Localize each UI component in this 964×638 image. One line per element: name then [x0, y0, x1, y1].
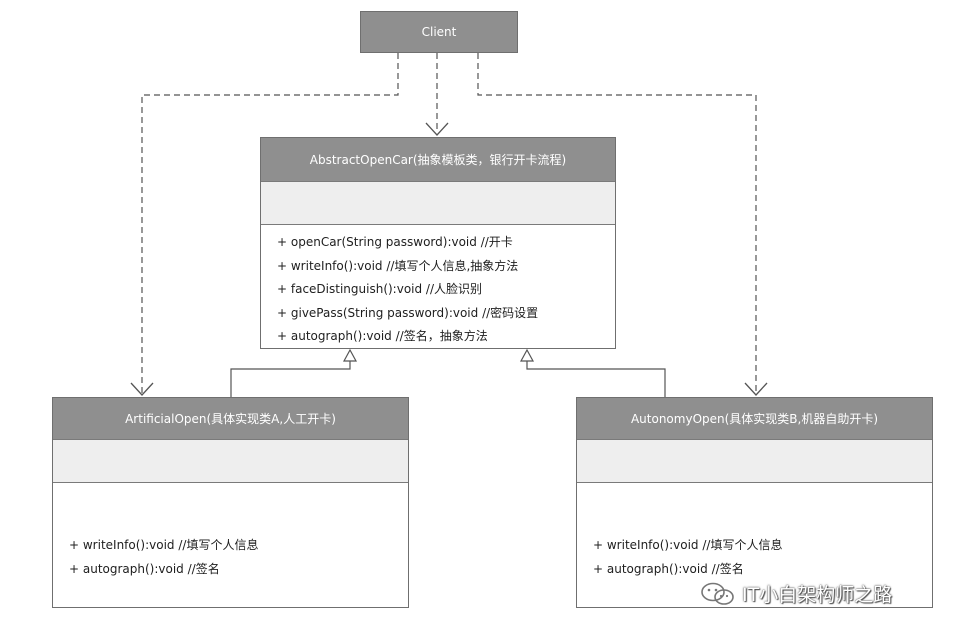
method-item: + autograph():void //签名，抽象方法 [277, 329, 488, 343]
method-item: + autograph():void //签名 [69, 562, 220, 576]
class-attributes [53, 439, 408, 483]
method-item: + writeInfo():void //填写个人信息 [593, 538, 783, 552]
class-b-box: AutonomyOpen(具体实现类B,机器自助开卡) + writeInfo(… [576, 397, 933, 608]
watermark: IT小白架构师之路 [700, 580, 892, 607]
class-methods: + writeInfo():void //填写个人信息 + autograph(… [577, 483, 932, 581]
client-label: Client [421, 25, 457, 39]
class-methods: + writeInfo():void //填写个人信息 + autograph(… [53, 483, 408, 581]
open-arrowhead [130, 382, 154, 396]
method-item: + writeInfo():void //填写个人信息,抽象方法 [277, 258, 519, 273]
class-methods: + openCar(String password):void //开卡 + w… [261, 225, 615, 349]
class-title: AbstractOpenCar(抽象模板类，银行开卡流程) [309, 153, 567, 167]
method-item: + faceDistinguish():void //人脸识别 [277, 282, 483, 296]
inheritance-artificial [230, 361, 351, 397]
class-attributes [261, 181, 615, 225]
inheritance-triangle [519, 348, 535, 362]
class-a-box: ArtificialOpen(具体实现类A,人工开卡) + writeInfo(… [52, 397, 409, 608]
method-item: + writeInfo():void //填写个人信息 [69, 538, 259, 552]
class-title: ArtificialOpen(具体实现类A,人工开卡) [125, 412, 336, 426]
watermark-text: IT小白架构师之路 [742, 584, 893, 606]
dependency-client-to-autonomy [477, 53, 757, 393]
open-arrowhead [425, 122, 449, 136]
wechat-icon [701, 582, 734, 605]
client-box: Client [360, 11, 518, 53]
inheritance-autonomy [526, 361, 666, 397]
dependency-client-to-artificial [141, 53, 399, 393]
method-item: + openCar(String password):void //开卡 [277, 235, 513, 249]
class-attributes [577, 439, 932, 483]
class-header: ArtificialOpen(具体实现类A,人工开卡) [53, 398, 408, 439]
abstract-class-box: AbstractOpenCar(抽象模板类，银行开卡流程) + openCar(… [260, 137, 616, 349]
open-arrowhead [744, 382, 768, 396]
method-item: + givePass(String password):void //密码设置 [277, 305, 539, 320]
inheritance-triangle [342, 348, 358, 362]
class-title: AutonomyOpen(具体实现类B,机器自助开卡) [630, 412, 879, 426]
class-header: AbstractOpenCar(抽象模板类，银行开卡流程) [261, 138, 615, 181]
class-header: AutonomyOpen(具体实现类B,机器自助开卡) [577, 398, 932, 439]
method-item: + autograph():void //签名 [593, 562, 744, 576]
